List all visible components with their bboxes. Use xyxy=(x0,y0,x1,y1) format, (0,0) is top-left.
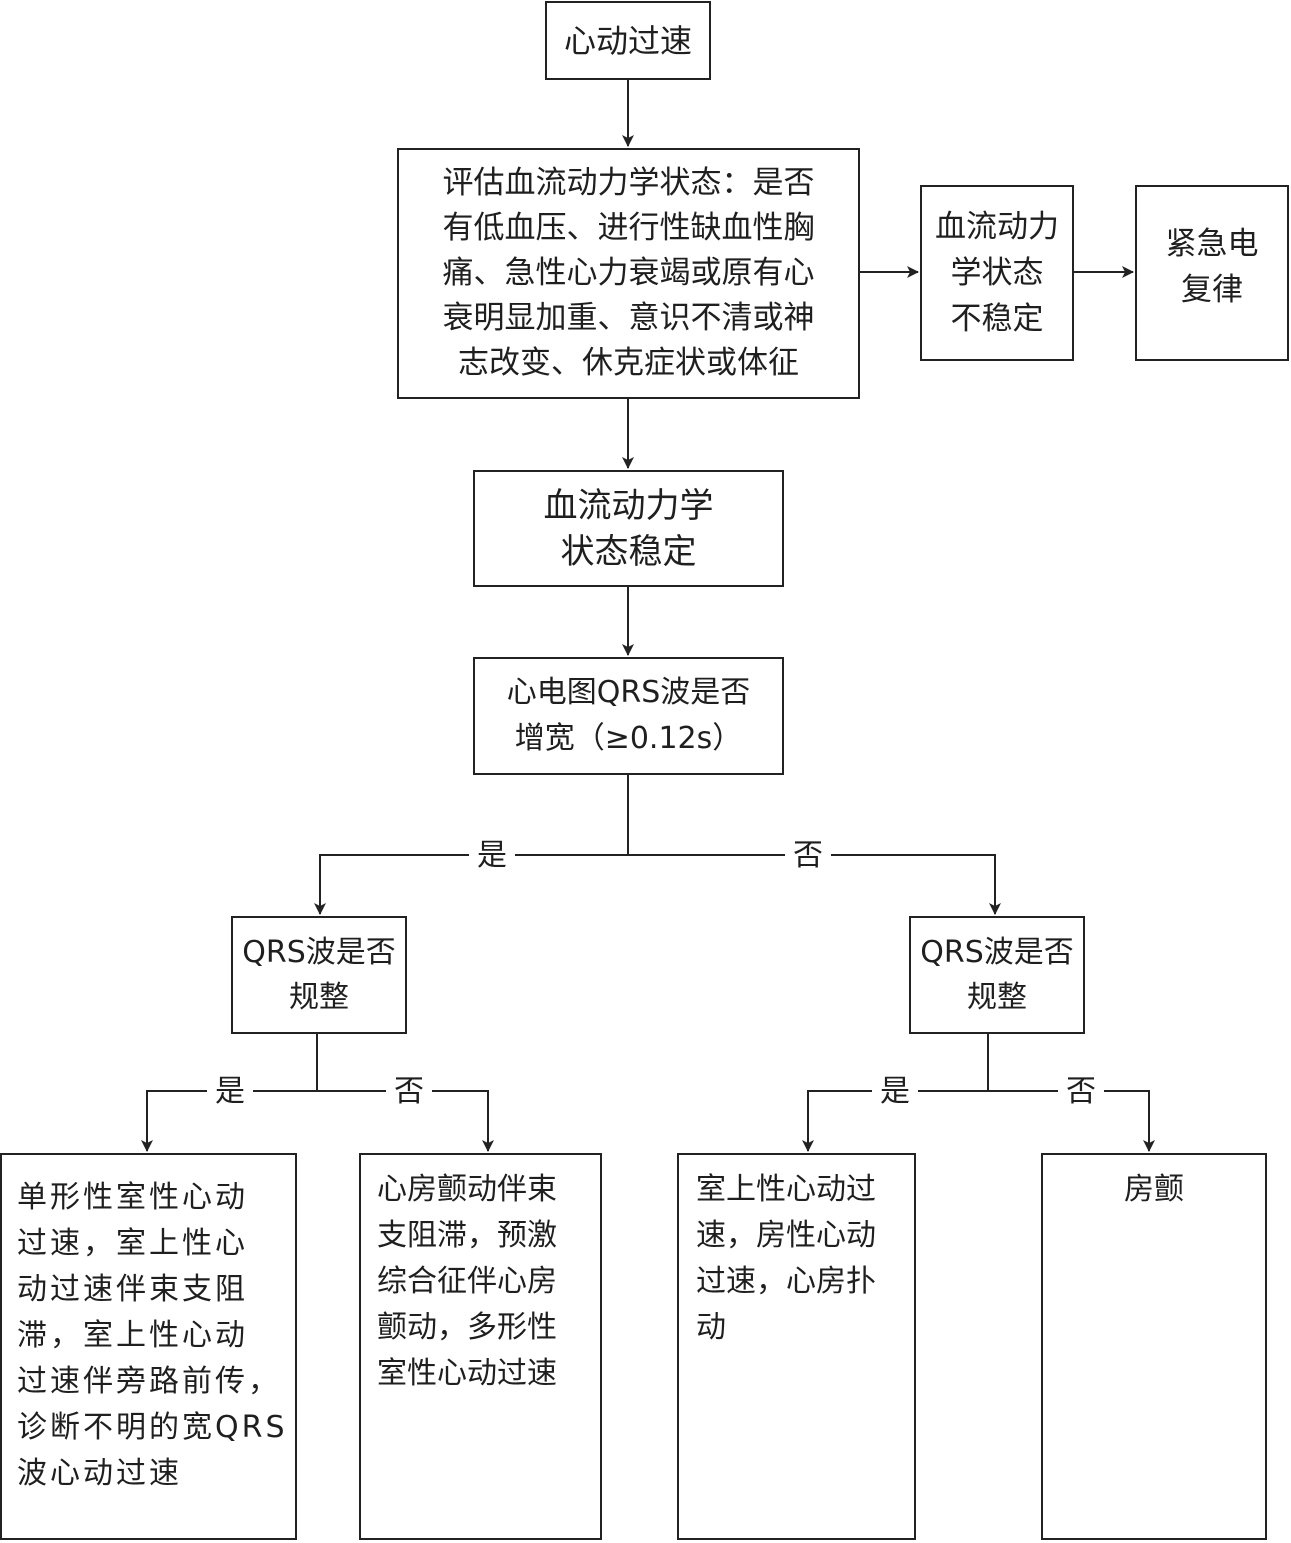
node-tachycardia-text: 心动过速 xyxy=(563,21,692,60)
node-assess-hemodynamics-text: 评估血流动力学状态：是否 有低血压、进行性缺血性胸 痛、急性心力衰竭或原有心 衰… xyxy=(442,165,815,381)
edge-right-no xyxy=(988,1090,1155,1152)
node-leaf-narrow-regular: 室上性心动过 速，房性心动 过速，心房扑 动 xyxy=(677,1153,916,1540)
edge-label-wide-no: 否 xyxy=(785,841,831,871)
node-qrs-regular-left-text: QRS波是否 规整 xyxy=(242,935,396,1015)
node-qrs-widened-text: 心电图QRS波是否 增宽（≥0.12s） xyxy=(506,675,751,756)
edge-label-right-yes: 是 xyxy=(872,1077,918,1107)
edge-qrswide-yes xyxy=(314,854,628,915)
edge-label-wide-yes: 是 xyxy=(469,841,515,871)
edge-left-no xyxy=(317,1090,494,1152)
node-cardioversion: 紧急电 复律 xyxy=(1135,185,1289,361)
node-leaf-wide-irregular-text: 心房颤动伴束 支阻滞，预激 综合征伴心房 颤动，多形性 室性心动过速 xyxy=(377,1172,557,1391)
node-tachycardia: 心动过速 xyxy=(545,1,711,80)
node-unstable-text: 血流动力 学状态 不稳定 xyxy=(935,209,1059,337)
node-assess-hemodynamics: 评估血流动力学状态：是否 有低血压、进行性缺血性胸 痛、急性心力衰竭或原有心 衰… xyxy=(397,148,860,399)
node-leaf-narrow-regular-text: 室上性心动过 速，房性心动 过速，心房扑 动 xyxy=(696,1172,876,1345)
node-leaf-narrow-irregular-text: 房颤 xyxy=(1124,1172,1184,1207)
node-qrs-regular-left: QRS波是否 规整 xyxy=(231,916,407,1034)
edge-left-yes xyxy=(141,1090,317,1152)
node-qrs-regular-right-text: QRS波是否 规整 xyxy=(920,935,1074,1015)
edge-right-yes xyxy=(802,1090,988,1152)
node-leaf-wide-regular: 单形性室性心动 过速，室上性心 动过速伴束支阻 滞，室上性心动 过速伴旁路前传，… xyxy=(0,1153,297,1540)
edge-label-left-no: 否 xyxy=(386,1077,432,1107)
node-leaf-wide-regular-text: 单形性室性心动 过速，室上性心 动过速伴束支阻 滞，室上性心动 过速伴旁路前传，… xyxy=(17,1180,288,1491)
node-leaf-narrow-irregular: 房颤 xyxy=(1041,1153,1267,1540)
node-cardioversion-text: 紧急电 复律 xyxy=(1165,226,1259,308)
node-qrs-regular-right: QRS波是否 规整 xyxy=(909,916,1085,1034)
edge-label-right-no: 否 xyxy=(1058,1077,1104,1107)
node-qrs-widened: 心电图QRS波是否 增宽（≥0.12s） xyxy=(473,657,784,775)
edge-qrswide-no xyxy=(628,854,1001,915)
node-unstable: 血流动力 学状态 不稳定 xyxy=(920,185,1074,361)
node-stable: 血流动力学 状态稳定 xyxy=(473,470,784,587)
edge-label-left-yes: 是 xyxy=(207,1077,253,1107)
node-leaf-wide-irregular: 心房颤动伴束 支阻滞，预激 综合征伴心房 颤动，多形性 室性心动过速 xyxy=(359,1153,602,1540)
node-stable-text: 血流动力学 状态稳定 xyxy=(543,485,714,572)
